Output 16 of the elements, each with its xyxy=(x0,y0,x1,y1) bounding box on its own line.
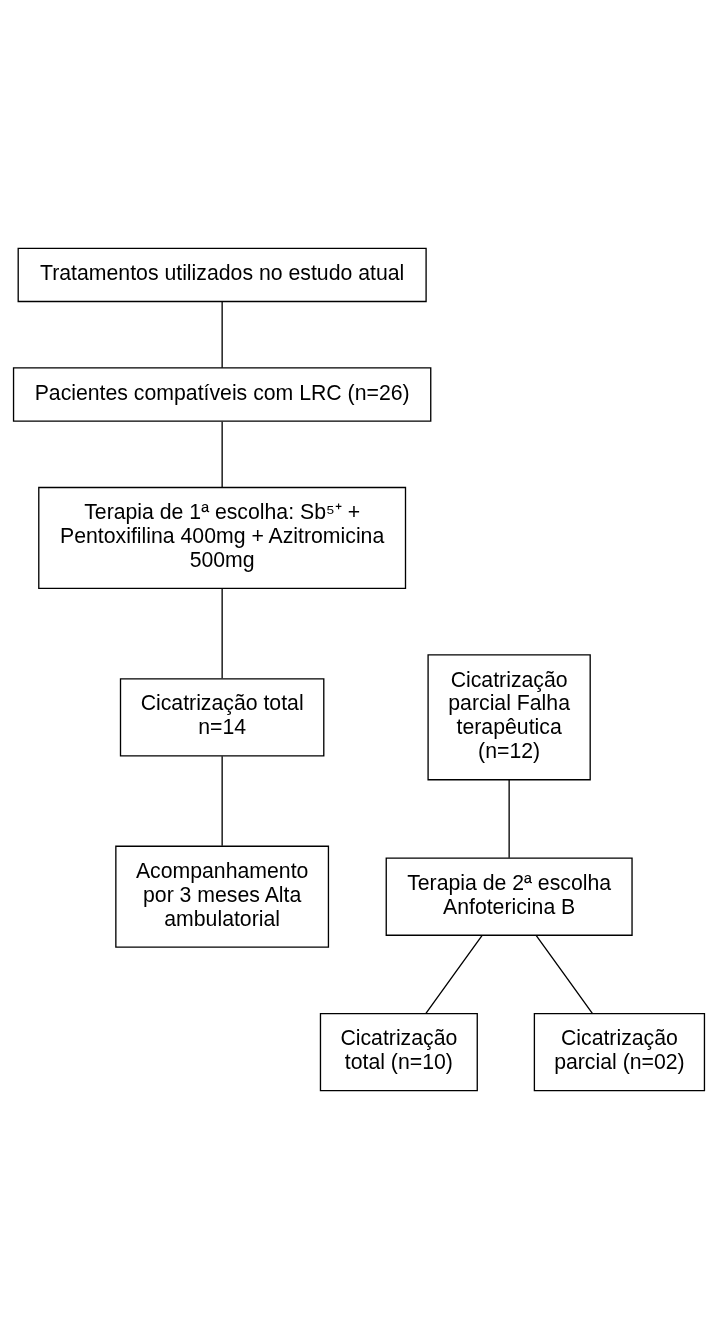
connector xyxy=(535,934,593,1014)
node-box: Acompanhamento por 3 meses Alta ambulatorial xyxy=(115,845,330,948)
connector xyxy=(221,755,223,847)
node-box: Cicatrização total n=14 xyxy=(119,678,325,757)
node-box: Terapia de 1ª escolha: Sb⁵⁺ + Pentoxifilina 400mg + Azitromicina 500mg xyxy=(38,486,407,590)
connector xyxy=(508,779,510,859)
connector xyxy=(221,420,223,488)
node-box: Cicatrização parcial Falha terapêutica (n=12) xyxy=(427,654,591,781)
node-box: Cicatrização parcial (n=02) xyxy=(533,1012,706,1092)
node-box: Pacientes compatíveis com LRC (n=26) xyxy=(12,367,432,422)
node-box: Cicatrização total (n=10) xyxy=(319,1012,478,1092)
connector xyxy=(221,587,223,679)
connector xyxy=(425,934,483,1014)
connector xyxy=(221,300,223,369)
node-box: Tratamentos utilizados no estudo atual xyxy=(17,247,427,303)
node-box: Terapia de 2ª escolha Anfotericina B xyxy=(385,857,633,936)
